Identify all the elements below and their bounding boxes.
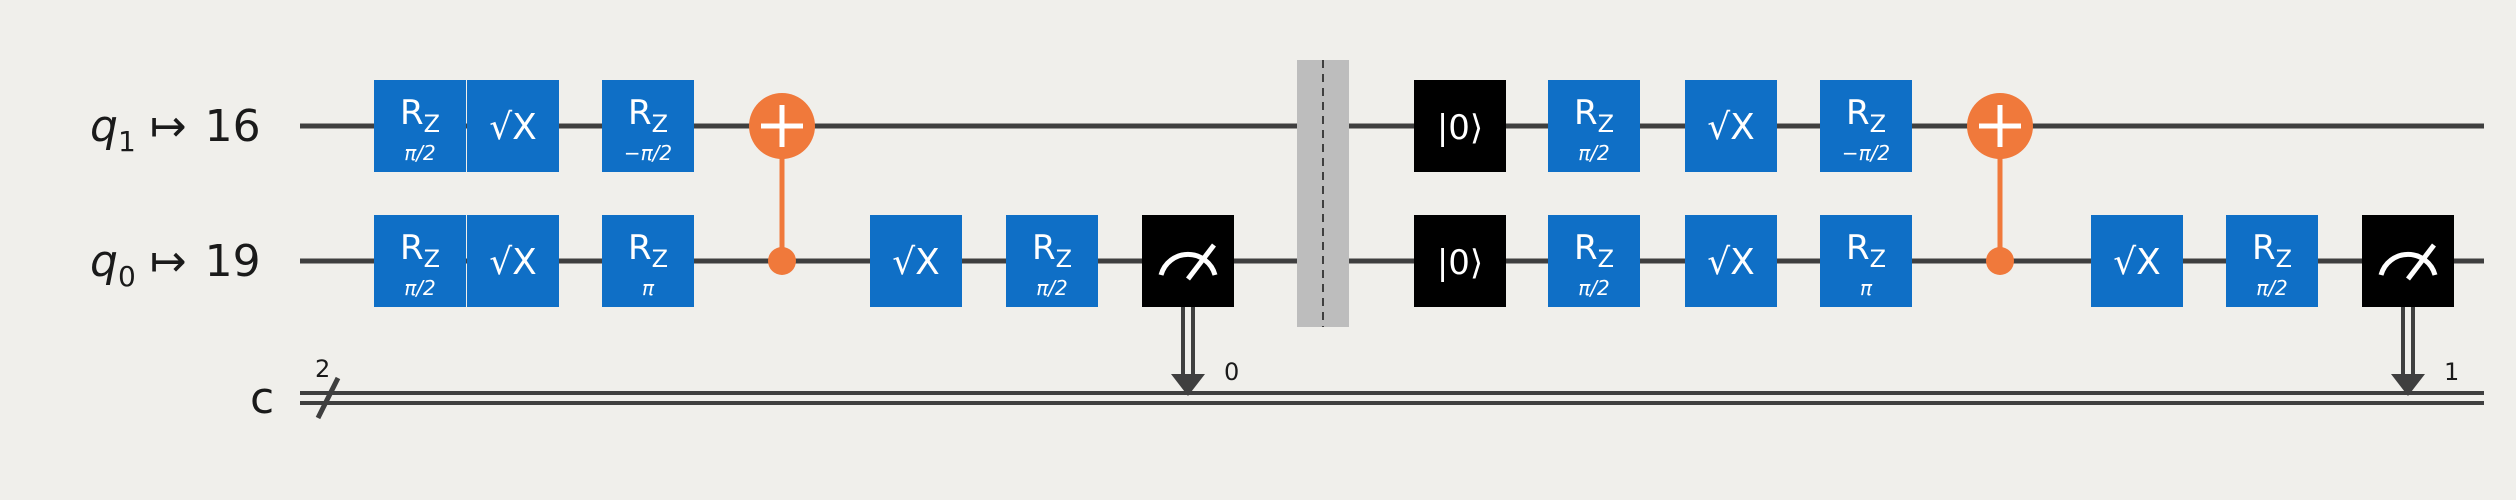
- meter-icon: [1158, 251, 1218, 276]
- cx-control-dot: [768, 247, 796, 275]
- reset-gate-label: |0⟩: [1437, 243, 1483, 283]
- reset-gate-q1: [1414, 80, 1506, 172]
- rz-gate-q0: [2226, 215, 2318, 307]
- rz-gate-label: RZ: [400, 93, 440, 138]
- rz-gate-q1: [374, 80, 466, 172]
- rz-gate-q0: [1548, 215, 1640, 307]
- cx-control-dot: [1986, 247, 2014, 275]
- rz-gate-label: RZ: [1574, 228, 1614, 273]
- rz-gate-q1: [1820, 80, 1912, 172]
- rz-gate-label: RZ: [1574, 93, 1614, 138]
- sx-gate-q0: [467, 215, 559, 307]
- rz-gate-q1: [602, 80, 694, 172]
- meter-icon: [2378, 251, 2438, 276]
- sx-gate-label: √X: [892, 242, 940, 283]
- sx-gate-label: √X: [1707, 242, 1755, 283]
- rz-gate-q0: [374, 215, 466, 307]
- rz-gate-param: π: [1860, 276, 1873, 300]
- register-size-slash: [315, 376, 341, 420]
- rz-gate-q1: [1548, 80, 1640, 172]
- rz-gate-param: −π/2: [624, 141, 672, 165]
- rz-gate-param: π/2: [1578, 141, 1610, 165]
- rz-gate-param: π/2: [2256, 276, 2288, 300]
- rz-gate-param: π/2: [1578, 276, 1610, 300]
- rz-gate-q0: [1006, 215, 1098, 307]
- wire-label-c: c: [250, 373, 274, 424]
- rz-gate-label: RZ: [628, 93, 668, 138]
- measure-arrow-head: [2391, 374, 2425, 396]
- sx-gate-label: √X: [489, 107, 537, 148]
- measure-gate-q0: [2362, 215, 2454, 307]
- sx-gate-label: √X: [2113, 242, 2161, 283]
- sx-gate-q0: [1685, 215, 1777, 307]
- measure-clbit-index: 0: [1224, 358, 1239, 386]
- sx-gate-q1: [1685, 80, 1777, 172]
- meter-needle: [1186, 243, 1216, 281]
- meter-needle: [2406, 243, 2436, 281]
- rz-gate-q0: [1820, 215, 1912, 307]
- sx-gate-label: √X: [1707, 107, 1755, 148]
- sx-gate-label: √X: [489, 242, 537, 283]
- rz-gate-label: RZ: [1846, 228, 1886, 273]
- rz-gate-label: RZ: [2252, 228, 2292, 273]
- register-size-label: 2: [315, 355, 330, 383]
- sx-gate-q0: [2091, 215, 2183, 307]
- measure-gate-q0: [1142, 215, 1234, 307]
- measure-clbit-index: 1: [2444, 358, 2459, 386]
- reset-gate-label: |0⟩: [1437, 108, 1483, 148]
- labels-layer: 2 q1↦16 q0↦19 c: [90, 101, 330, 424]
- rz-gate-label: RZ: [1032, 228, 1072, 273]
- rz-gate-param: π/2: [404, 141, 436, 165]
- reset-gate-q0: [1414, 215, 1506, 307]
- rz-gate-label: RZ: [1846, 93, 1886, 138]
- wire-label-q1: q1↦16: [90, 101, 261, 158]
- rz-gate-param: π/2: [1036, 276, 1068, 300]
- rz-gate-label: RZ: [400, 228, 440, 273]
- measure-arrow-head: [1171, 374, 1205, 396]
- rz-gate-q0: [602, 215, 694, 307]
- sx-gate-q0: [870, 215, 962, 307]
- sx-gate-q1: [467, 80, 559, 172]
- rz-gate-param: π: [642, 276, 655, 300]
- rz-gate-param: π/2: [404, 276, 436, 300]
- wire-label-q0: q0↦19: [90, 236, 261, 293]
- rz-gate-label: RZ: [628, 228, 668, 273]
- rz-gate-param: −π/2: [1842, 141, 1890, 165]
